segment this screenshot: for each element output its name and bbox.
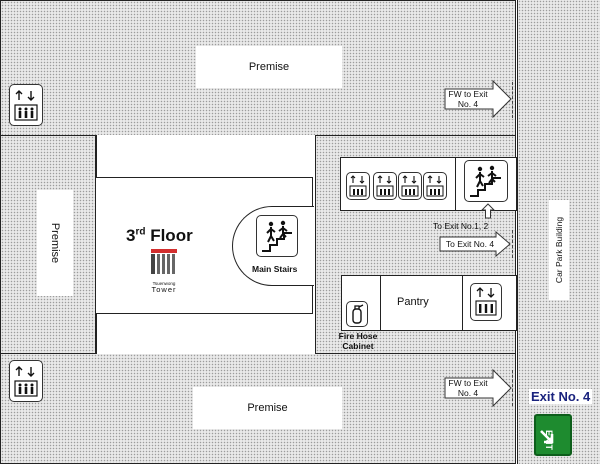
- elevator-icon: [423, 172, 447, 200]
- stairs-icon: [464, 160, 508, 202]
- exit-no4-label: Exit No. 4: [529, 389, 593, 404]
- premise-left-label: Premise: [49, 222, 61, 264]
- premise-bottom-label: Premise: [247, 402, 288, 414]
- pantry-label: Pantry: [397, 296, 429, 308]
- car-park-label: Car Park Building: [554, 216, 565, 284]
- lift-lobby-divider: [455, 157, 456, 211]
- exit-door-bottom: [512, 370, 513, 406]
- arrow-right-icon: To Exit No. 4: [439, 230, 512, 258]
- floor-number: 3: [126, 226, 136, 245]
- elevator-icon: [9, 84, 43, 126]
- logo-line1: Tsuenwong: [152, 281, 176, 286]
- floor-title: 3rd Floor: [126, 226, 193, 246]
- arrow-up-icon: [480, 203, 496, 224]
- arrow-right-icon: FW to Exit No. 4: [444, 368, 513, 408]
- pantry-divider-2: [462, 275, 463, 331]
- premise-left: Premise: [37, 190, 73, 296]
- elevator-icon: [346, 172, 370, 200]
- premise-bottom: Premise: [193, 387, 342, 429]
- logo-line2: Tower: [151, 285, 177, 294]
- exit-sign-text: EXIT: [544, 430, 554, 451]
- floor-suffix: rd: [135, 226, 146, 238]
- exit-door-top: [512, 82, 513, 118]
- building-logo: Tsuenwong Tower: [147, 248, 181, 294]
- premise-top-label: Premise: [248, 61, 290, 73]
- to-exit4-label: To Exit No. 4: [445, 239, 495, 249]
- premise-top: Premise: [196, 46, 342, 88]
- exit-sign-icon: EXIT: [534, 414, 572, 456]
- car-park-box: Car Park Building: [549, 200, 569, 300]
- to-exit12-label: To Exit No.1, 2: [433, 221, 489, 231]
- elevator-icon: [470, 283, 502, 321]
- elevator-icon: [9, 360, 43, 402]
- stairs-icon: [256, 215, 298, 257]
- fw-exit4-bottom-label: FW to Exit No. 4: [448, 378, 488, 398]
- floor-word: Floor: [150, 226, 193, 245]
- main-stairs-label: Main Stairs: [252, 264, 298, 274]
- logo-mark-icon: [151, 249, 177, 274]
- exit-door-mid: [512, 230, 513, 258]
- arrow-right-icon: FW to Exit No. 4: [444, 79, 513, 119]
- zone-far-right: [517, 0, 600, 464]
- fire-hose-label: Fire Hose Cabinet: [338, 331, 378, 351]
- elevator-icon: [398, 172, 422, 200]
- fire-extinguisher-icon: [346, 301, 368, 327]
- elevator-icon: [373, 172, 397, 200]
- fw-exit4-top-label: FW to Exit No. 4: [448, 89, 488, 109]
- pantry-divider-1: [380, 275, 381, 331]
